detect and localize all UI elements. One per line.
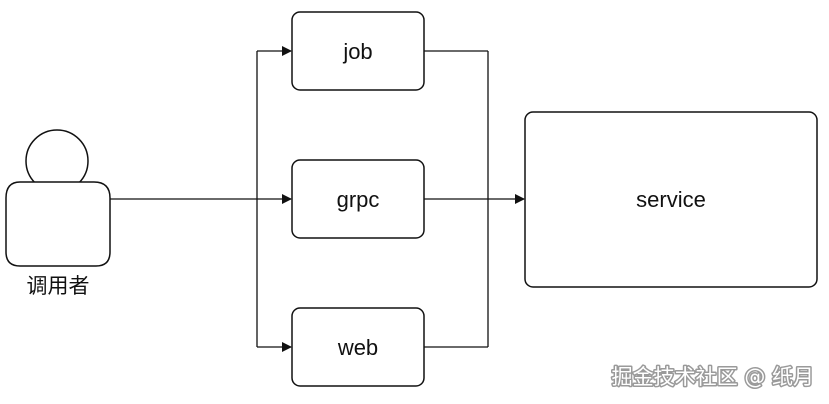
- node-job-label: job: [342, 39, 372, 64]
- person-icon: [5, 129, 111, 267]
- node-job: job: [291, 11, 425, 91]
- caller-connectors: [110, 46, 292, 352]
- service-connectors: [424, 50, 525, 348]
- node-grpc-label: grpc: [337, 187, 380, 212]
- node-web: web: [291, 307, 425, 387]
- watermark: 掘金技术社区 @ 纸月: [612, 365, 814, 389]
- node-web-label: web: [337, 335, 378, 360]
- caller: 调用者: [5, 129, 111, 298]
- node-service-box: [524, 111, 818, 288]
- person-body: [5, 181, 111, 267]
- node-service-label: service: [636, 187, 706, 212]
- caller-label: 调用者: [27, 274, 90, 298]
- node-grpc: grpc: [291, 159, 425, 239]
- node-service: service: [524, 111, 818, 288]
